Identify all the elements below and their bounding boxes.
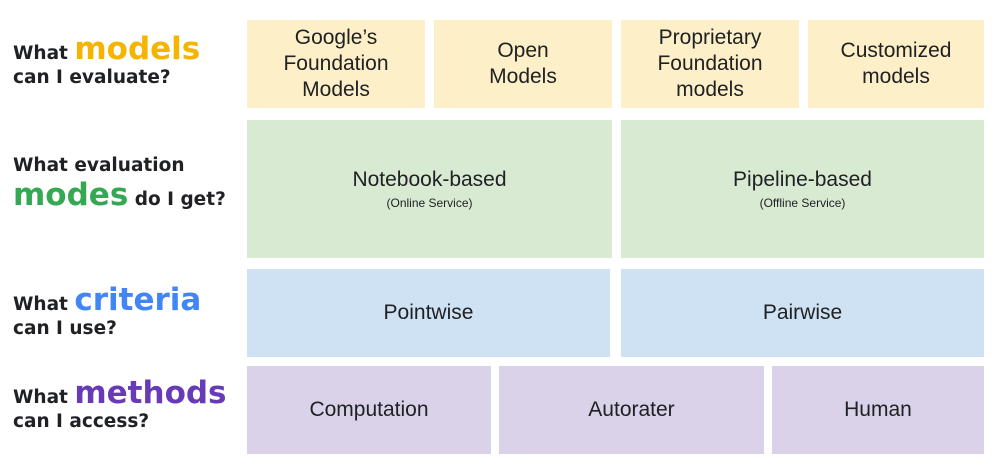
question-methods-suffix: can I access? — [13, 411, 150, 432]
question-modes: What evaluation modes do I get? — [13, 154, 226, 212]
mode-box-pipeline: Pipeline-based (Offline Service) — [621, 120, 984, 258]
question-models: What models can I evaluate? — [13, 32, 200, 90]
method-label: Autorater — [588, 398, 675, 421]
question-criteria-suffix: can I use? — [13, 318, 117, 339]
mode-sublabel: (Offline Service) — [759, 196, 846, 210]
model-box-line: Google’s — [294, 26, 378, 49]
criteria-box-pairwise: Pairwise — [621, 269, 984, 357]
method-label: Computation — [309, 398, 429, 421]
keyword-models: models — [74, 31, 201, 67]
keyword-modes: modes — [13, 177, 129, 213]
keyword-methods: methods — [74, 375, 227, 411]
model-box-line: Models — [489, 65, 557, 88]
keyword-criteria: criteria — [74, 282, 202, 318]
model-box-google-foundation: Google’s Foundation Models — [247, 20, 425, 108]
criteria-label: Pointwise — [383, 301, 474, 324]
mode-label: Notebook-based — [352, 168, 507, 191]
model-box-proprietary: Proprietary Foundation models — [621, 20, 799, 108]
criteria-label: Pairwise — [762, 301, 843, 324]
model-box-line: models — [862, 65, 930, 88]
question-criteria-prefix: What — [13, 294, 75, 315]
question-models-prefix: What — [13, 43, 75, 64]
method-box-autorater: Autorater — [499, 366, 764, 454]
model-box-line: Customized — [840, 39, 952, 62]
question-methods-prefix: What — [13, 387, 75, 408]
method-box-computation: Computation — [247, 366, 491, 454]
mode-label: Pipeline-based — [733, 168, 872, 191]
model-box-line: Models — [302, 78, 370, 101]
model-box-line: Proprietary — [658, 26, 762, 49]
mode-box-notebook: Notebook-based (Online Service) — [247, 120, 612, 258]
question-models-suffix: can I evaluate? — [13, 67, 171, 88]
mode-sublabel: (Online Service) — [386, 196, 473, 210]
question-modes-suffix: do I get? — [128, 189, 226, 210]
model-box-line: Foundation — [657, 52, 763, 75]
model-box-line: models — [676, 78, 744, 101]
question-modes-prefix: What evaluation — [13, 155, 185, 176]
model-box-customized: Customized models — [808, 20, 984, 108]
method-box-human: Human — [772, 366, 984, 454]
criteria-box-pointwise: Pointwise — [247, 269, 610, 357]
model-box-open: Open Models — [434, 20, 612, 108]
question-methods: What methods can I access? — [13, 376, 227, 434]
model-box-line: Foundation — [283, 52, 389, 75]
question-criteria: What criteria can I use? — [13, 283, 201, 341]
method-label: Human — [844, 398, 912, 421]
model-box-line: Open — [497, 39, 549, 62]
